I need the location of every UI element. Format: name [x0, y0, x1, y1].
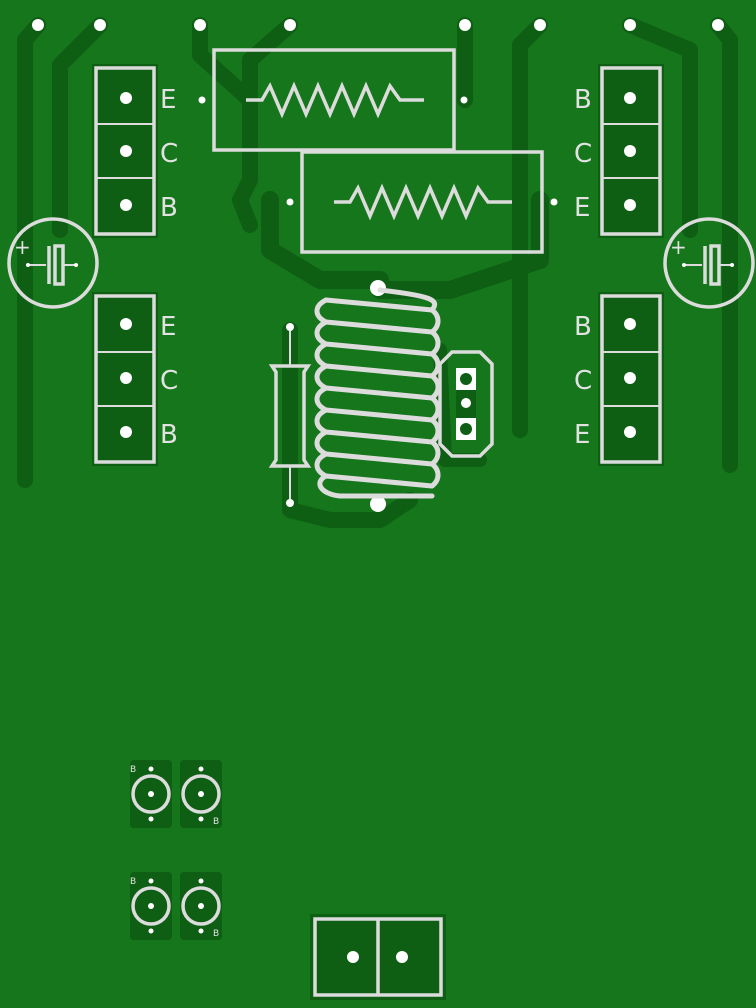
- pin-label: C: [574, 139, 592, 169]
- resistor-vertical: [268, 323, 312, 507]
- transistor-left-bottom: E C B: [92, 292, 178, 466]
- transistor-right-top: B C E: [574, 64, 664, 238]
- top-pads: [32, 19, 724, 31]
- pad: [284, 19, 296, 31]
- transistor-left-top: E C B: [92, 64, 178, 238]
- pad: [194, 19, 206, 31]
- resistor-middle: [286, 150, 558, 254]
- coil: [314, 280, 441, 512]
- pin-label: E: [160, 85, 176, 115]
- transistor-right-bottom: B C E: [574, 292, 664, 466]
- pin-label: B: [160, 193, 178, 223]
- copper-traces: [17, 17, 738, 528]
- pin-mark: B: [130, 877, 136, 887]
- resistor-top: [198, 48, 468, 152]
- small-component-3: B: [130, 872, 172, 940]
- pad: [94, 19, 106, 31]
- polarity-mark: +: [670, 235, 687, 259]
- pin-mark: B: [213, 929, 219, 939]
- power-connector: [310, 914, 446, 1000]
- pad: [624, 19, 636, 31]
- pin-label: E: [160, 312, 176, 342]
- pin-mark: B: [213, 817, 219, 827]
- pin-label: E: [574, 193, 590, 223]
- pin-label: C: [160, 139, 178, 169]
- pin-label: C: [160, 366, 178, 396]
- small-component-4: B: [180, 872, 222, 940]
- pad: [712, 19, 724, 31]
- pad: [32, 19, 44, 31]
- capacitor-right: +: [663, 217, 755, 309]
- capacitor-left: +: [7, 217, 99, 309]
- to92-component: [438, 350, 494, 458]
- small-component-1: B: [130, 760, 172, 828]
- polarity-mark: +: [14, 235, 31, 259]
- pin-label: B: [574, 85, 592, 115]
- pin-label: B: [160, 420, 178, 450]
- pin-label: B: [574, 312, 592, 342]
- pin-label: C: [574, 366, 592, 396]
- pad: [459, 19, 471, 31]
- pin-mark: B: [130, 765, 136, 775]
- pin-label: E: [574, 420, 590, 450]
- pad: [534, 19, 546, 31]
- small-component-2: B: [180, 760, 222, 828]
